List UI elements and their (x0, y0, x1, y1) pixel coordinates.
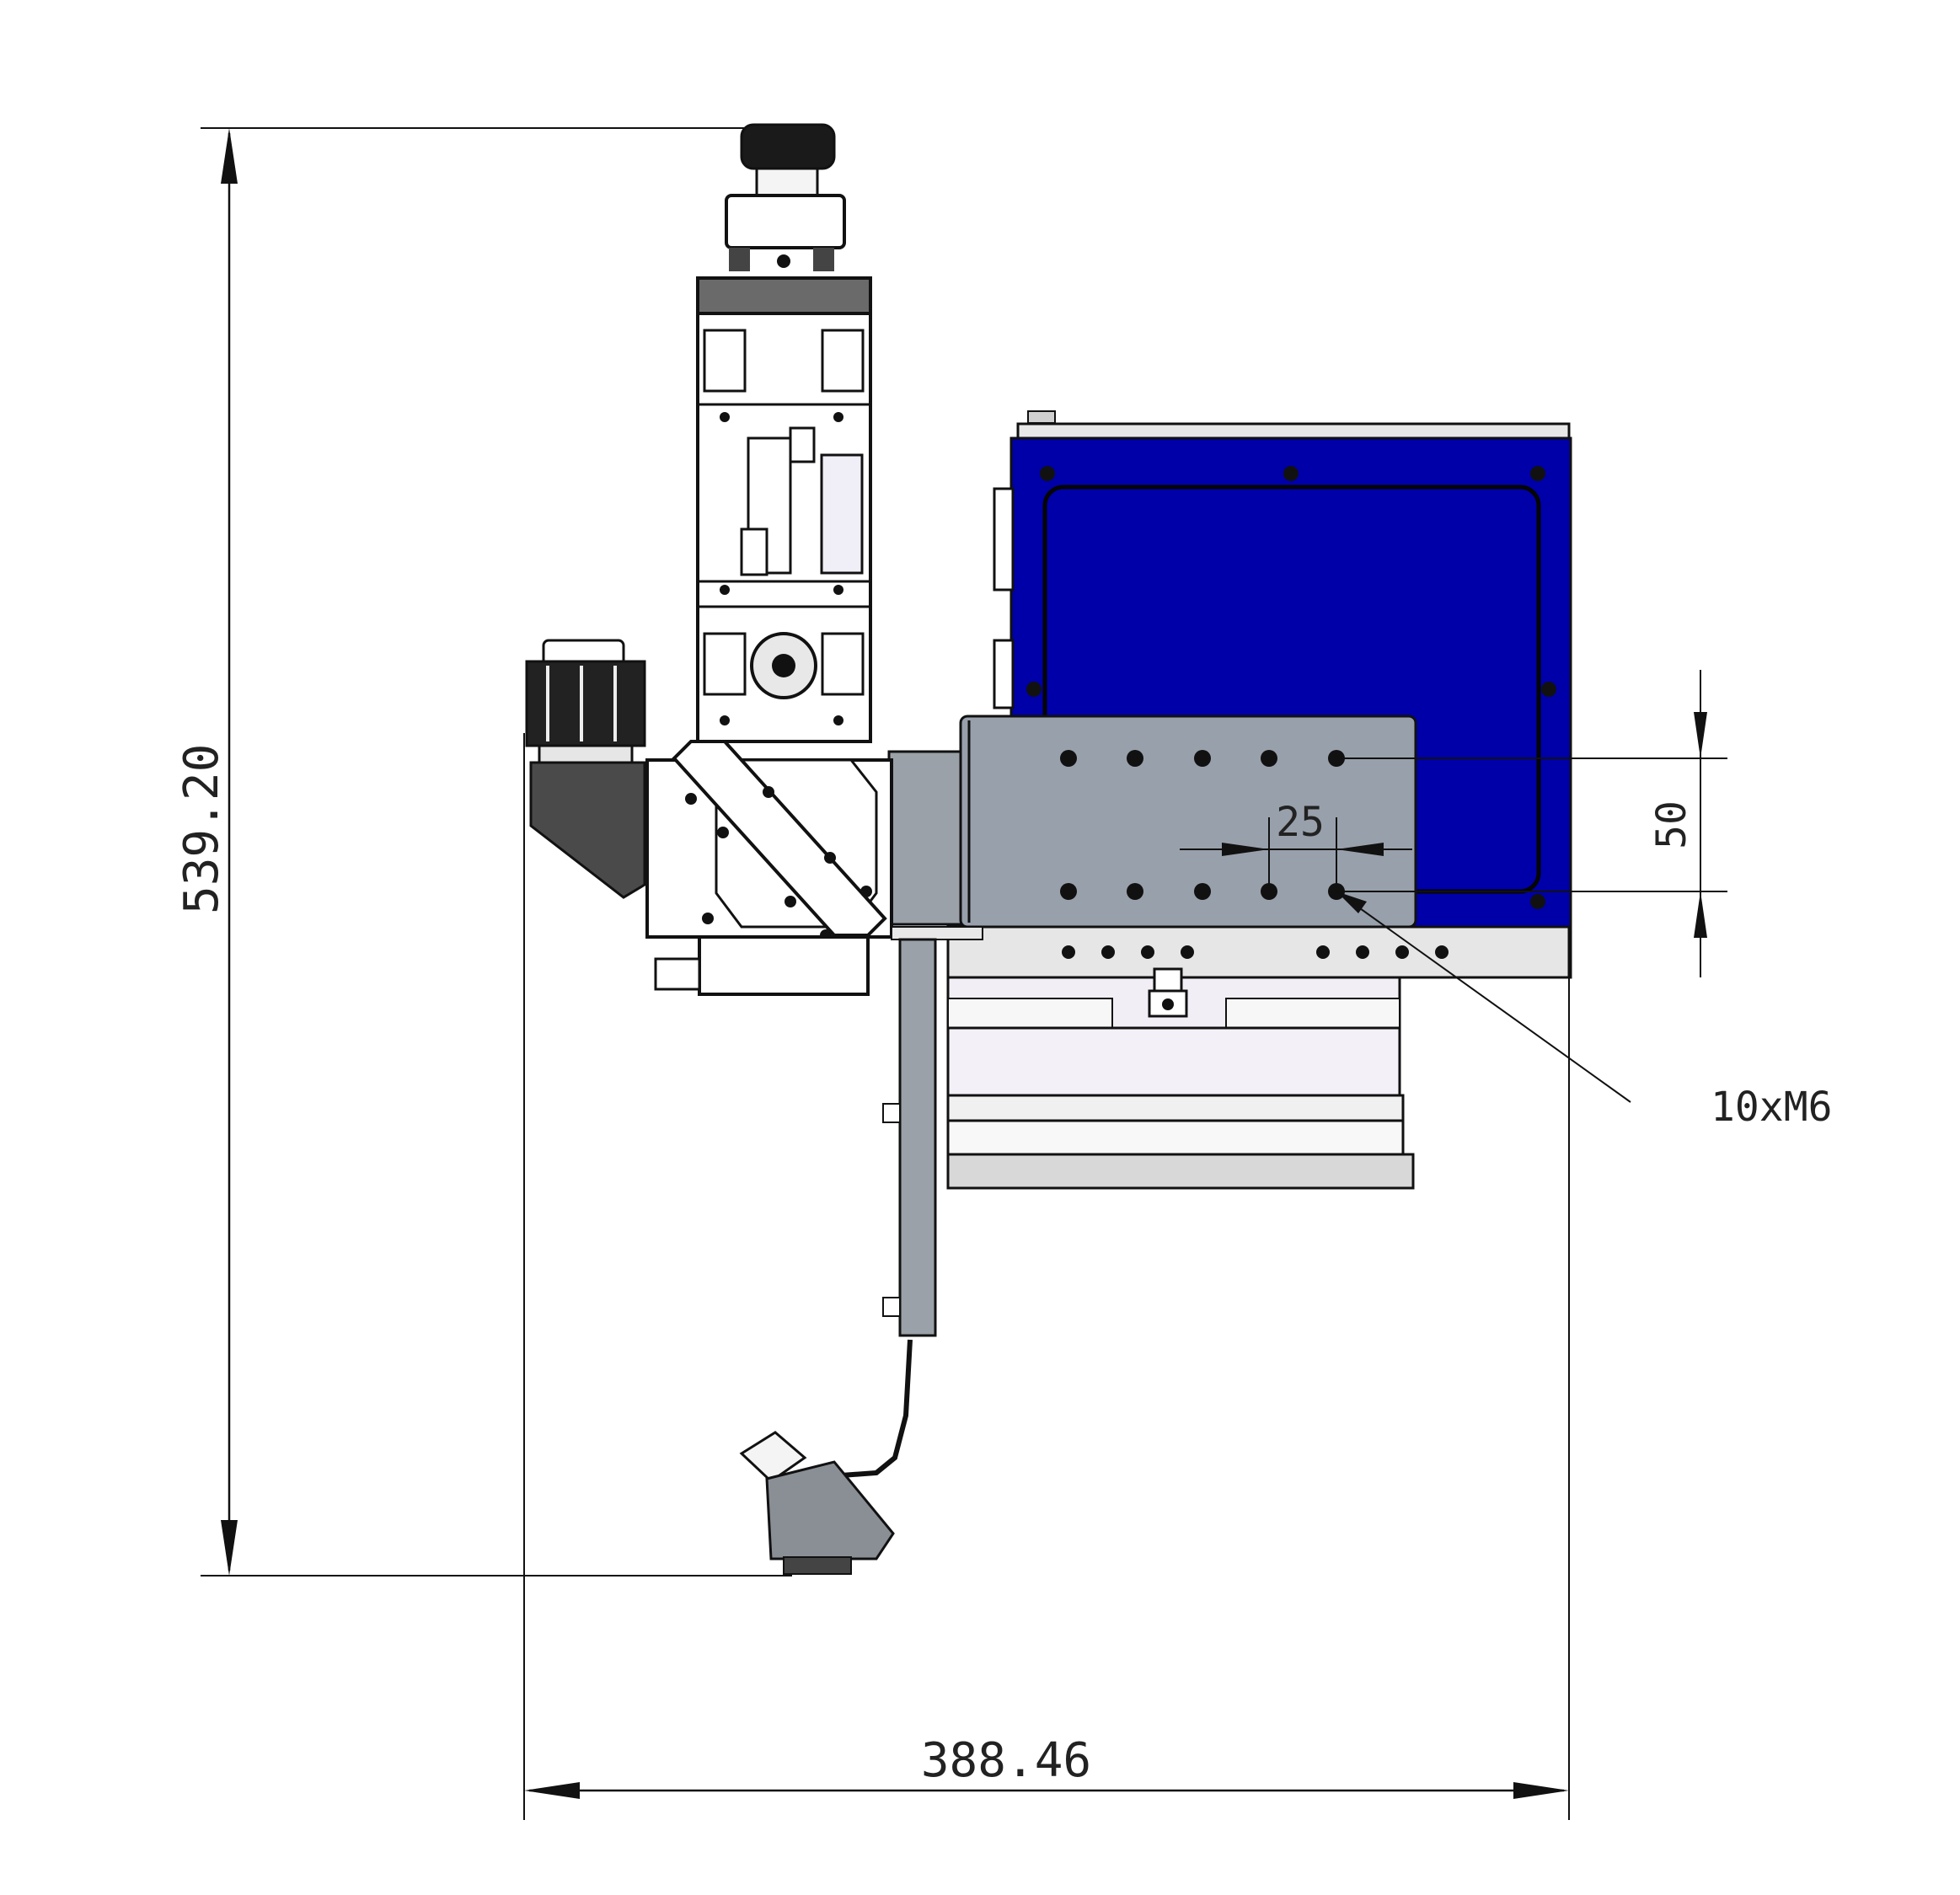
motor-bracket (529, 761, 646, 899)
pitch-25-label: 25 (1276, 799, 1325, 846)
cover-screw (1530, 466, 1545, 481)
base-bar-holes (1062, 945, 1449, 959)
rail-bottom (946, 1153, 1415, 1190)
base-bar (946, 925, 1571, 979)
mount-block (887, 750, 971, 926)
cover-screw (1541, 682, 1556, 697)
cover-screw (1530, 894, 1545, 909)
pitch-25-dimension: 25 (1180, 799, 1412, 891)
height-dimension: 539.20 (174, 127, 792, 1576)
rail-bolt (1148, 967, 1188, 1018)
head-upper (696, 123, 872, 743)
grey-mount-plate (959, 715, 1417, 929)
pitch-50-label: 50 (1648, 800, 1695, 849)
nozzle (765, 1460, 895, 1560)
height-arrow-bottom (221, 1520, 238, 1576)
side-motor (525, 639, 646, 899)
width-arrow-right (1513, 1782, 1569, 1799)
mirror-block (645, 740, 893, 996)
height-arrow-top (221, 128, 238, 184)
cover-screw (1040, 466, 1055, 481)
head-flange (696, 276, 872, 315)
cover-screw (1283, 466, 1299, 481)
adjustment-knob (740, 123, 836, 170)
height-dimension-label: 539.20 (174, 744, 229, 914)
width-arrow-left (524, 1782, 580, 1799)
slide-base (946, 925, 1571, 1190)
pitch-50-dimension: 50 (1336, 670, 1727, 977)
hole-callout: 10xM6 (1336, 891, 1833, 1131)
width-dimension-label: 388.46 (921, 1733, 1091, 1788)
arm-bar (898, 938, 937, 1337)
mount-plate (887, 715, 1417, 929)
callout-arrow (1336, 891, 1367, 913)
cable (829, 1339, 913, 1479)
vertical-arm (739, 926, 983, 1575)
motor-body (525, 660, 646, 747)
width-dimension: 388.46 (523, 733, 1570, 1820)
hole-spec-label: 10xM6 (1711, 1084, 1833, 1131)
cover-screw (1026, 682, 1042, 697)
callout-leader (1336, 891, 1631, 1103)
